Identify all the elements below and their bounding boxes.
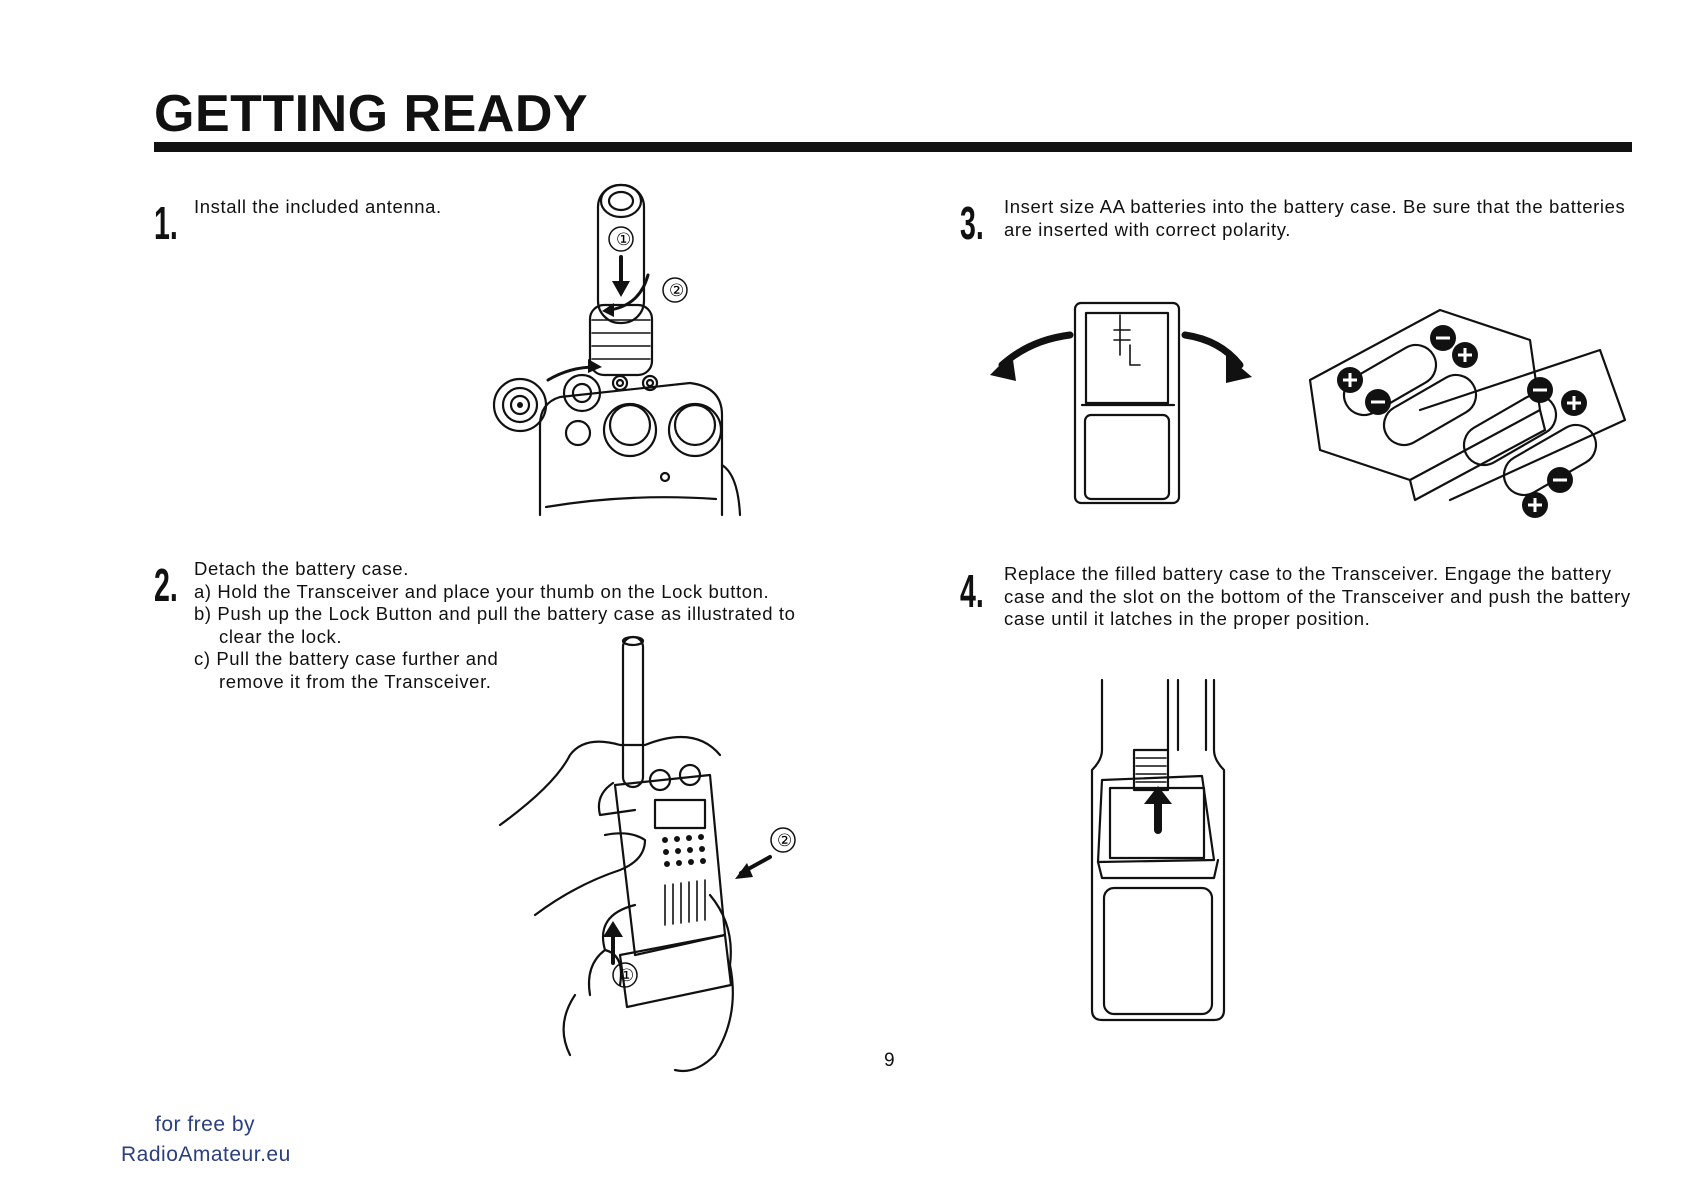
batteries-polarity-illustration [1308, 308, 1627, 518]
battery-detach-illustration: ① ② [498, 635, 796, 1073]
arrow-icon [603, 921, 623, 937]
step-3-number: 3. [960, 197, 984, 249]
battery-case-replace-illustration [1090, 678, 1226, 1022]
step-1-line: Install the included antenna. [194, 196, 442, 217]
plus-icon [1337, 342, 1587, 518]
step-2-number: 2. [154, 559, 178, 611]
footer-site-link[interactable]: RadioAmateur.eu [121, 1143, 291, 1166]
minus-icon [1365, 325, 1573, 493]
step-4-number: 4. [960, 565, 984, 617]
callout-2: ② [669, 281, 684, 301]
callout-1: ① [619, 966, 634, 986]
footer-line-1: for free by [155, 1113, 256, 1136]
page-number: 9 [884, 1050, 895, 1071]
antenna-install-illustration: ① ② [492, 183, 742, 517]
callout-2: ② [777, 831, 792, 851]
step-2-sub-a: a) Hold the Transceiver and place your t… [194, 580, 770, 602]
arrow-icon [1144, 786, 1172, 804]
battery-case-open-illustration [990, 301, 1252, 505]
step-2-text: Detach the battery case. a) Hold the Tra… [194, 558, 844, 693]
step-2-line: Detach the battery case. [194, 558, 409, 579]
title-rule [154, 142, 1632, 152]
step-2-sub-c: c) Pull the battery case further and rem… [194, 648, 499, 692]
callout-1: ① [616, 230, 631, 250]
step-1-number: 1. [154, 197, 178, 249]
step-4-line: Replace the filled battery case to the T… [1004, 563, 1631, 629]
step-4-text: Replace the filled battery case to the T… [1004, 563, 1636, 631]
step-3-line: Insert size AA batteries into the batter… [1004, 196, 1626, 240]
step-2-sub-b: b) Push up the Lock Button and pull the … [194, 603, 796, 647]
step-1-text: Install the included antenna. [194, 196, 554, 219]
arrow-icon [612, 281, 630, 297]
page-title: GETTING READY [154, 85, 589, 143]
step-3-text: Insert size AA batteries into the batter… [1004, 196, 1636, 241]
footer-credit: for free by RadioAmateur.eu [121, 1110, 291, 1170]
